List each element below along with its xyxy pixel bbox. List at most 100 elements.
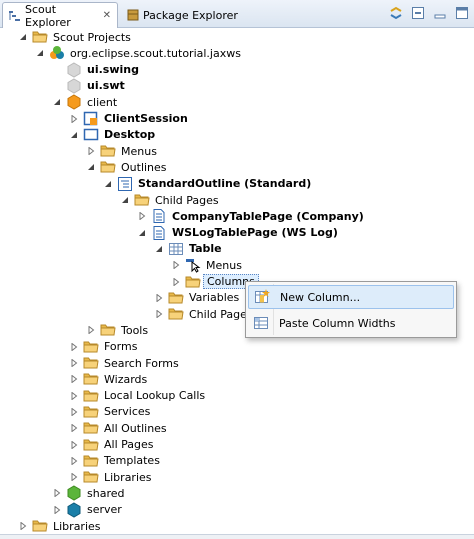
sync-icon[interactable] [388, 5, 404, 21]
tree-row-label: Desktop [104, 128, 156, 142]
view-tab-bar: Scout Explorer ✕ Package Explorer [0, 0, 474, 29]
folder-icon [83, 404, 99, 420]
folder-icon [83, 371, 99, 387]
folder-icon [168, 306, 184, 322]
tree-row-label: shared [87, 486, 125, 500]
expand-arrow-icon[interactable] [86, 146, 96, 156]
menu-icon-gutter [273, 284, 274, 335]
table-icon [168, 241, 184, 257]
tree-row[interactable]: WSLogTablePage (WS Log) [137, 225, 338, 241]
shared-bundle-icon [66, 485, 82, 501]
menu-item-paste-column-widths[interactable]: Paste Column Widths [248, 311, 454, 335]
tree-row[interactable]: server [52, 502, 122, 518]
tree-row[interactable]: StandardOutline (Standard) [103, 176, 311, 192]
expand-arrow-icon[interactable] [154, 309, 164, 319]
expand-arrow-icon[interactable] [137, 211, 147, 221]
expand-arrow-icon[interactable] [69, 358, 79, 368]
tree-row[interactable]: All Outlines [69, 420, 167, 436]
tab-scout-explorer[interactable]: Scout Explorer ✕ [2, 2, 118, 29]
tree-row[interactable]: org.eclipse.scout.tutorial.jaxws [35, 45, 241, 61]
tree-row[interactable]: Outlines [86, 159, 167, 175]
expand-arrow-icon[interactable] [69, 407, 79, 417]
tree-row-label: Services [104, 405, 151, 419]
folder-icon [83, 355, 99, 371]
folder-icon [83, 437, 99, 453]
tree-row[interactable]: Desktop [69, 127, 155, 143]
expand-arrow-icon[interactable] [52, 505, 62, 515]
tree-row[interactable]: ui.swing [52, 62, 139, 78]
collapse-arrow-icon[interactable] [35, 48, 45, 58]
tree-row[interactable]: CompanyTablePage (Company) [137, 208, 364, 224]
context-menu: New Column... Paste Column Widths [245, 281, 457, 338]
minimize-icon[interactable] [432, 5, 448, 21]
tree-row[interactable]: Search Forms [69, 355, 179, 371]
collapse-arrow-icon[interactable] [18, 32, 28, 42]
tree-row-label: Variables [189, 291, 240, 305]
tree-row[interactable]: Menus [171, 257, 242, 273]
expand-arrow-icon[interactable] [69, 423, 79, 433]
tree-row[interactable]: client [52, 94, 117, 110]
close-icon[interactable]: ✕ [102, 10, 111, 21]
collapse-arrow-icon[interactable] [69, 130, 79, 140]
expand-arrow-icon[interactable] [171, 260, 181, 270]
folder-icon [83, 420, 99, 436]
folder-icon [168, 290, 184, 306]
collapse-arrow-icon[interactable] [52, 97, 62, 107]
tree-row-label: ClientSession [104, 112, 188, 125]
collapse-all-icon[interactable] [410, 5, 426, 21]
outline-icon [117, 176, 133, 192]
tab-package-explorer[interactable]: Package Explorer [121, 2, 261, 28]
collapse-arrow-icon[interactable] [86, 162, 96, 172]
folder-icon [32, 29, 48, 45]
tree-row[interactable]: Tools [86, 322, 148, 338]
expand-arrow-icon[interactable] [18, 521, 28, 531]
tree-row[interactable]: Templates [69, 453, 160, 469]
expand-arrow-icon[interactable] [69, 472, 79, 482]
tree-row-label: Outlines [121, 160, 167, 174]
collapse-arrow-icon[interactable] [103, 179, 113, 189]
expand-arrow-icon[interactable] [69, 374, 79, 384]
expand-arrow-icon[interactable] [69, 440, 79, 450]
tree-row[interactable]: Libraries [18, 518, 101, 534]
tree-row-label: Menus [121, 144, 157, 158]
view-bottom-border [0, 534, 474, 539]
tree-row[interactable]: ClientSession [69, 111, 188, 127]
tree-row[interactable]: Services [69, 404, 150, 420]
expand-arrow-icon[interactable] [69, 456, 79, 466]
tree-row-label: org.eclipse.scout.tutorial.jaxws [70, 46, 241, 60]
maximize-icon[interactable] [454, 5, 470, 21]
tree-row-label: CompanyTablePage (Company) [172, 209, 364, 223]
expand-arrow-icon[interactable] [52, 488, 62, 498]
expand-arrow-icon[interactable] [69, 391, 79, 401]
tree-row[interactable]: Child Pages [120, 192, 219, 208]
expand-arrow-icon[interactable] [69, 342, 79, 352]
tree-row[interactable]: Table [154, 241, 222, 257]
expand-arrow-icon[interactable] [171, 277, 181, 287]
tree-row-label: ui.swing [87, 63, 139, 77]
expand-arrow-icon[interactable] [154, 293, 164, 303]
tree-row-label: server [87, 503, 122, 517]
tree-row[interactable]: Local Lookup Calls [69, 388, 205, 404]
collapse-arrow-icon[interactable] [137, 228, 147, 238]
tree-row[interactable]: Columns [171, 274, 259, 290]
tree-row[interactable]: Wizards [69, 371, 147, 387]
tree-row-label: WSLogTablePage (WS Log) [172, 226, 338, 240]
tree-row[interactable]: Libraries [69, 469, 152, 485]
tree-row[interactable]: Forms [69, 339, 137, 355]
collapse-arrow-icon[interactable] [120, 195, 130, 205]
tree-row[interactable]: Menus [86, 143, 157, 159]
tree-row[interactable]: Scout Projects [18, 29, 131, 45]
menu-item-new-column[interactable]: New Column... [248, 285, 454, 309]
folder-icon [32, 518, 48, 534]
collapse-arrow-icon[interactable] [154, 244, 164, 254]
tree-row[interactable]: Variables [154, 290, 239, 306]
tree-row-label: Tools [121, 323, 149, 337]
expand-arrow-icon[interactable] [69, 114, 79, 124]
tree-row[interactable]: shared [52, 485, 124, 501]
expand-arrow-icon[interactable] [86, 325, 96, 335]
tree-row[interactable]: ui.swt [52, 78, 125, 94]
tree-row[interactable]: All Pages [69, 437, 154, 453]
tree-row[interactable]: Child Page [154, 306, 247, 322]
folder-icon [83, 469, 99, 485]
